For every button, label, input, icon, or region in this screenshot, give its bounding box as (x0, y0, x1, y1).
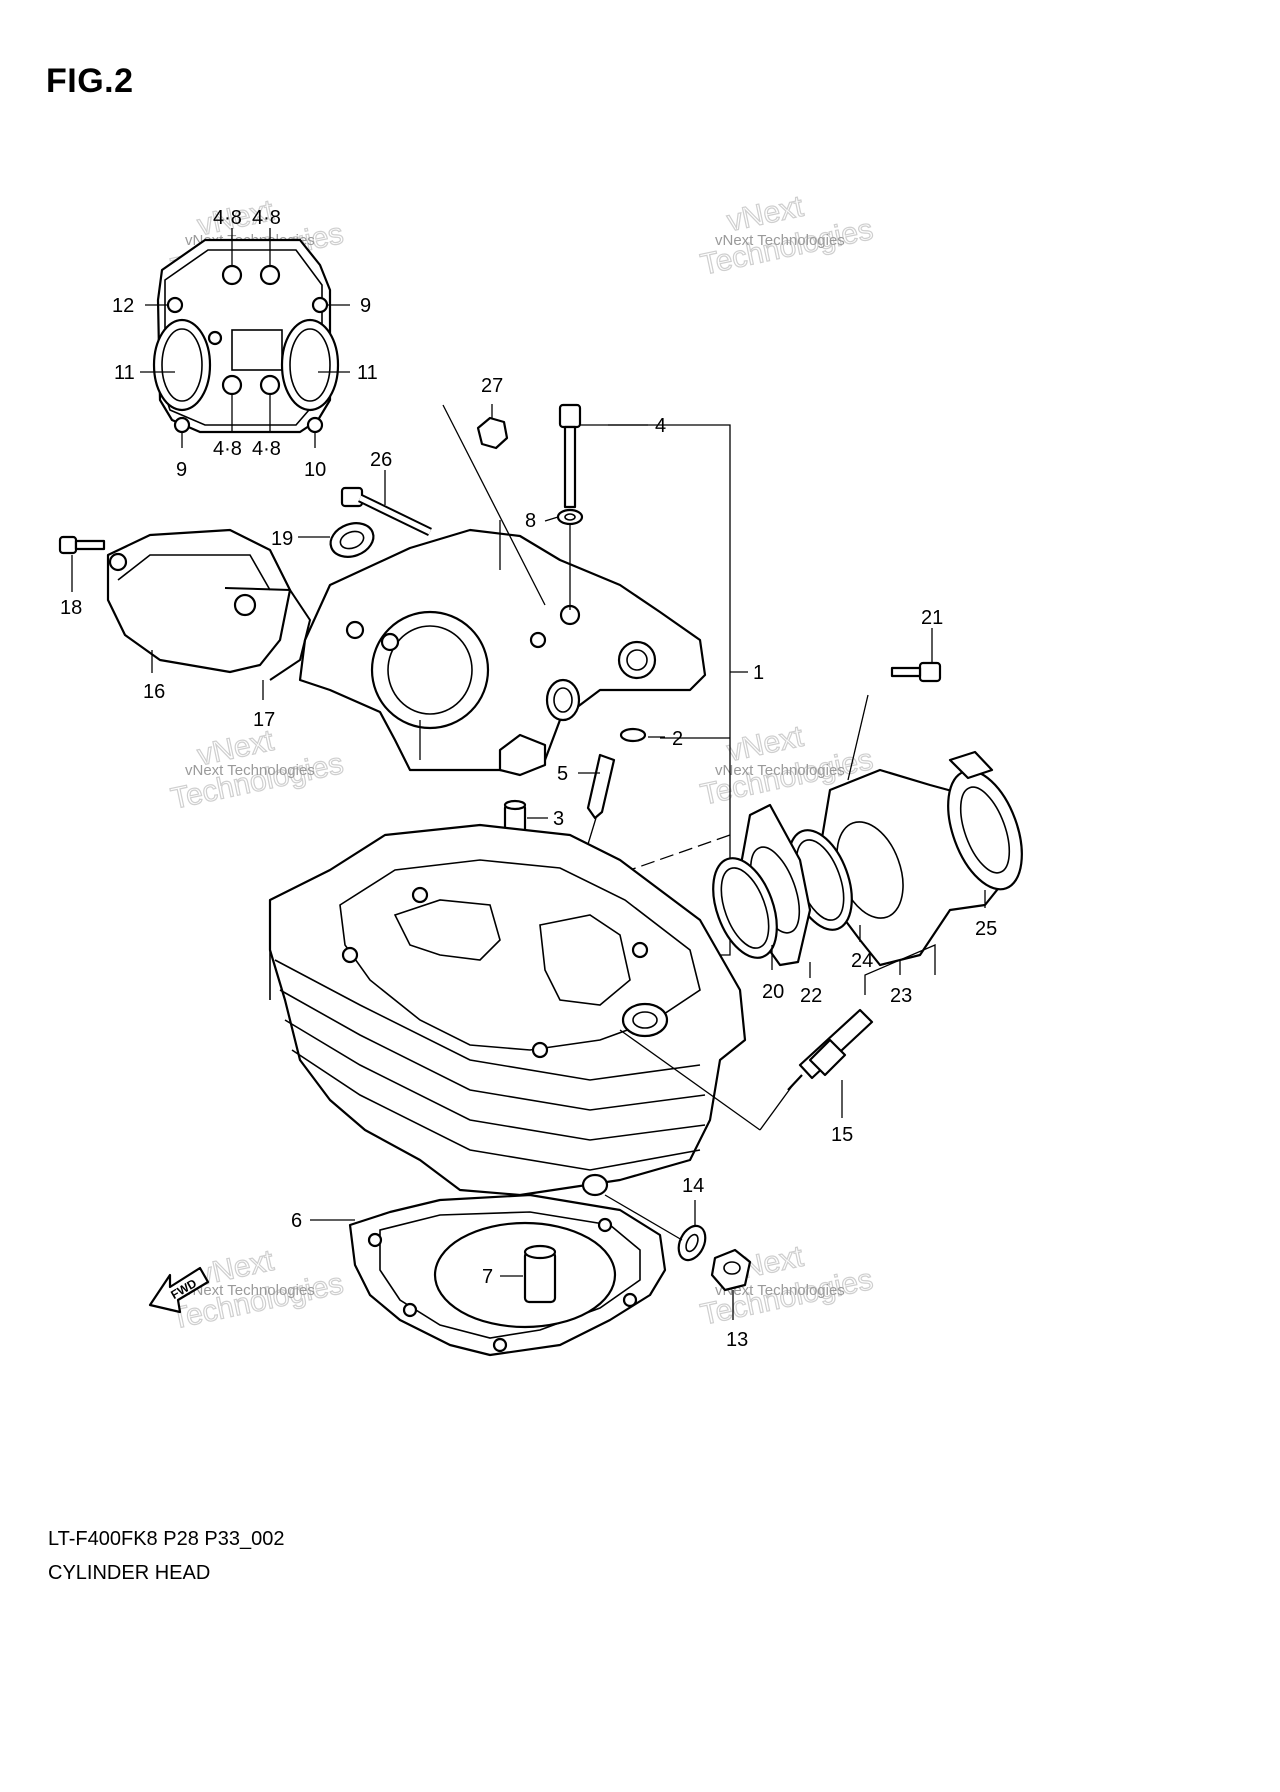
plug-13 (710, 1248, 752, 1320)
callout-24: 24 (851, 950, 873, 972)
callout-9: 9 (176, 459, 187, 481)
bolt-21 (847, 628, 942, 781)
bolt-18 (58, 535, 106, 592)
watermark-small: vNext Technologies (715, 232, 845, 249)
callout-12: 12 (112, 295, 134, 317)
clip-2 (619, 727, 665, 743)
callout-8: 8 (525, 510, 536, 532)
bolt-pattern-inset (140, 228, 350, 448)
callout-4-8: 4·8 (252, 207, 281, 229)
nut-27 (442, 404, 546, 606)
callout-4-8: 4·8 (252, 438, 281, 460)
gasket-17 (224, 587, 312, 700)
callout-5: 5 (557, 763, 568, 785)
seal-19 (298, 522, 375, 558)
dowel-3 (503, 799, 548, 835)
callout-6: 6 (291, 1210, 302, 1232)
bolt-4 (558, 403, 648, 509)
callout-20: 20 (762, 981, 784, 1003)
callout-21: 21 (921, 607, 943, 629)
watermark-top-right: vNext Technologies (697, 189, 876, 282)
callout-13: 13 (726, 1329, 748, 1351)
washer-14 (604, 1194, 707, 1262)
callout-18: 18 (60, 597, 82, 619)
callout-4: 4 (655, 415, 666, 437)
callout-7: 7 (482, 1266, 493, 1288)
watermark-small: vNext Technologies (185, 762, 315, 779)
figure-title: FIG.2 (46, 62, 134, 100)
bolt-26 (340, 470, 432, 537)
callout-4-8: 4·8 (213, 207, 242, 229)
callout-1: 1 (753, 662, 764, 684)
forward-arrow: FWD (148, 1266, 210, 1314)
callout-2: 2 (672, 728, 683, 750)
watermark-small: vNext Technologies (715, 1282, 845, 1299)
diagram-code: LT-F400FK8 P28 P33_002 (48, 1528, 285, 1550)
callout-17: 17 (253, 709, 275, 731)
watermark-small: vNext Technologies (185, 1282, 315, 1299)
o-ring-20 (712, 857, 778, 970)
callout-11: 11 (114, 362, 135, 384)
gasket-6 (310, 1193, 667, 1357)
callout-14: 14 (682, 1175, 704, 1197)
cylinder-head-part (268, 823, 747, 1197)
callout-4-8: 4·8 (213, 438, 242, 460)
callout-15: 15 (831, 1124, 853, 1146)
callout-19: 19 (271, 528, 293, 550)
watermark-small: vNext Technologies (715, 762, 845, 779)
callout-22: 22 (800, 985, 822, 1007)
assembly-23-bracket (864, 944, 936, 995)
callout-26: 26 (370, 449, 392, 471)
intake-pipe-25 (818, 750, 1023, 967)
callout-27: 27 (481, 375, 503, 397)
callout-9: 9 (360, 295, 371, 317)
callout-3: 3 (553, 808, 564, 830)
head-cover-part (298, 520, 707, 777)
diagram-name: CYLINDER HEAD (48, 1562, 211, 1584)
cam-cover-16 (106, 528, 292, 674)
callout-16: 16 (143, 681, 165, 703)
callout-11: 11 (357, 362, 378, 384)
callout-23: 23 (890, 985, 912, 1007)
spark-plug-15 (619, 1008, 874, 1131)
dowel-7 (500, 1244, 557, 1304)
callout-25: 25 (975, 918, 997, 940)
washer-8 (544, 508, 584, 610)
callout-10: 10 (304, 459, 326, 481)
